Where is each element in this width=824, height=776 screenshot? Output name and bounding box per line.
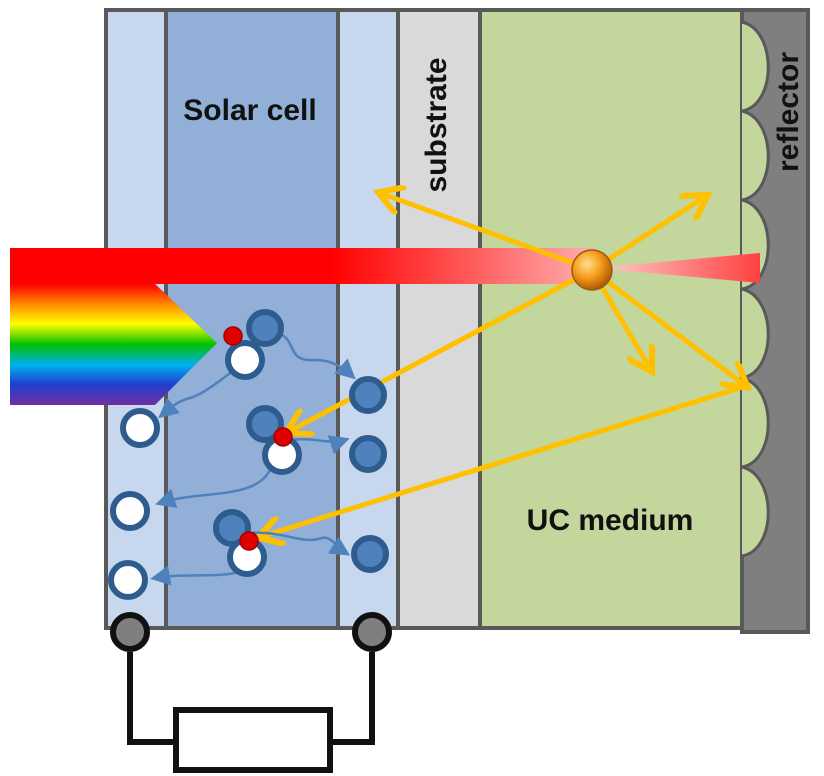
layer-stack [104, 8, 810, 634]
emission-arrow-to-reflector [589, 267, 746, 386]
path-electron-2 [291, 435, 350, 455]
electron-2 [349, 376, 387, 414]
hole-4 [110, 491, 150, 531]
excitation-dot-3 [239, 531, 259, 551]
uc-medium-layer [478, 8, 744, 630]
incident-beam [10, 248, 760, 405]
hole-1 [225, 340, 265, 380]
solar-cell-label: Solar cell [183, 94, 316, 127]
electron-6 [351, 535, 389, 573]
sub-bandgap-beam [10, 248, 595, 284]
hole-6 [108, 560, 148, 600]
hole-2 [120, 408, 160, 448]
spectrum-arrow-icon [10, 284, 217, 405]
emission-arrow-upleft [380, 193, 595, 273]
electron-4 [349, 435, 387, 473]
reflected-arrow-to-cell [260, 383, 749, 537]
front-contact-terminal [110, 612, 150, 652]
emission-arrow-upright [589, 196, 706, 273]
path-hole-2 [155, 469, 272, 508]
external-circuit [110, 612, 392, 773]
back-contact-terminal [352, 612, 392, 652]
reflector-bumps [741, 20, 770, 558]
excitation-dot-2 [273, 427, 293, 447]
excitations [223, 326, 293, 551]
excitation-dot-1 [223, 326, 243, 346]
path-electron-1 [277, 331, 356, 380]
uc-emitter-icon [571, 249, 613, 291]
reflector-label: reflector [772, 52, 805, 172]
charge-carriers [108, 309, 389, 600]
electron-1 [246, 309, 284, 347]
substrate-label: substrate [420, 57, 453, 192]
transmitted-beam-tip [595, 253, 760, 283]
electron-3 [246, 405, 284, 443]
path-electron-3 [244, 531, 351, 556]
emission-arrows [260, 193, 746, 537]
emission-arrow-to-cell [288, 267, 595, 432]
resistor-icon [173, 707, 333, 773]
uc-medium-label: UC medium [527, 504, 694, 537]
circuit-wire [127, 652, 375, 745]
